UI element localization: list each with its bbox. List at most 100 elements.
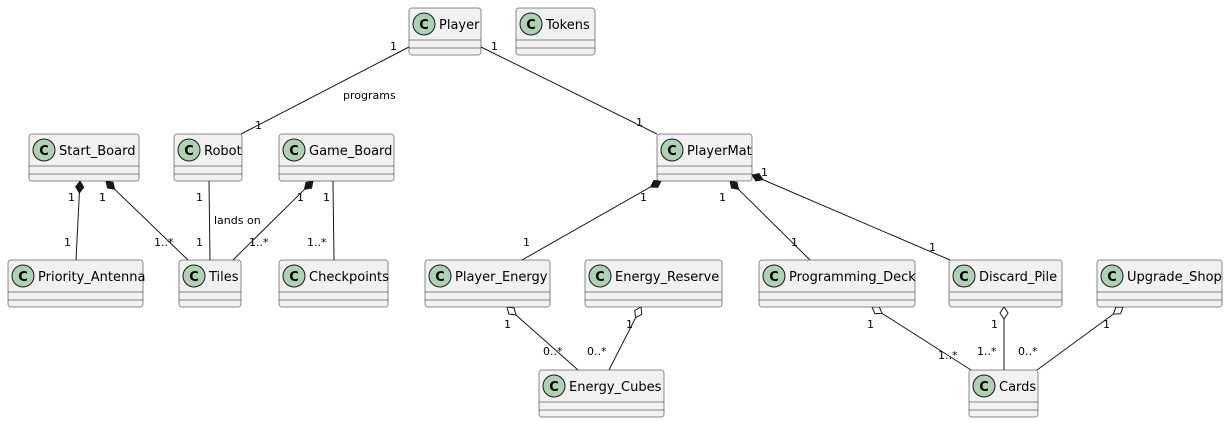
aggregation-diamond — [634, 306, 643, 319]
class-stereotype-letter: C — [526, 18, 536, 33]
multiplicity-target: 1 — [196, 236, 203, 249]
multiplicity-source: 1 — [491, 40, 498, 53]
multiplicity-source: 1 — [196, 191, 203, 204]
multiplicity-source: 1 — [390, 40, 397, 53]
class-stereotype-letter: C — [979, 380, 989, 395]
class-name: Energy_Reserve — [615, 270, 719, 285]
composition-diamond — [649, 179, 662, 188]
class-stereotype-letter: C — [184, 144, 194, 159]
class-stereotype-icon — [11, 264, 35, 288]
class-name: PlayerMat — [687, 144, 752, 159]
class-stereotype-icon — [762, 264, 786, 288]
class-stereotype-letter: C — [289, 270, 299, 285]
relation-player-playermat: 11 — [480, 40, 658, 135]
class-name: Discard_Pile — [979, 270, 1057, 285]
class-box — [278, 133, 395, 182]
multiplicity-source: 1 — [867, 318, 874, 331]
relation-line — [232, 189, 305, 261]
class-stereotype-icon — [972, 374, 996, 398]
class-checkpoints[interactable]: C Checkpoints — [278, 259, 389, 308]
multiplicity-target: 1..* — [938, 349, 958, 362]
composition-diamond — [729, 180, 740, 191]
class-programming-deck[interactable]: C Programming_Deck — [758, 259, 916, 308]
class-stereotype-icon — [282, 264, 306, 288]
relation-game-board-tiles: 1 1..* — [232, 180, 314, 261]
class-stereotype-letter: C — [1107, 270, 1117, 285]
class-stereotype-icon — [428, 264, 452, 288]
class-name: Checkpoints — [309, 270, 389, 285]
class-stereotype-letter: C — [549, 380, 559, 395]
class-name: Cards — [999, 380, 1036, 395]
class-energy-cubes[interactable]: C Energy_Cubes — [538, 369, 665, 418]
multiplicity-target: 1 — [64, 236, 71, 249]
relation-line — [480, 46, 658, 135]
multiplicity-source: 1 — [504, 318, 511, 331]
class-stereotype-letter: C — [18, 270, 28, 285]
composition-diamond — [303, 180, 314, 191]
class-name: Programming_Deck — [789, 270, 916, 285]
multiplicity-target: 0..* — [587, 345, 607, 358]
class-box — [538, 369, 665, 418]
multiplicity-source: 1 — [297, 191, 304, 204]
relation-line — [332, 180, 335, 261]
class-name: Tokens — [545, 18, 590, 33]
class-stereotype-icon — [412, 12, 436, 36]
class-tiles[interactable]: C Tiles — [178, 259, 242, 308]
relation-line — [114, 188, 189, 261]
multiplicity-source: 1 — [991, 318, 998, 331]
class-stereotype-letter: C — [769, 270, 779, 285]
class-stereotype-icon — [32, 138, 56, 162]
relation-robot-tiles: 1 1 lands on — [196, 180, 261, 261]
multiplicity-target: 1 — [523, 236, 530, 249]
association-label: lands on — [214, 214, 261, 227]
class-stereotype-icon — [542, 374, 566, 398]
relation-upgrade-shop-cards: 10..* — [1018, 306, 1124, 371]
multiplicity-source: 1 — [761, 166, 768, 179]
composition-diamond — [105, 180, 116, 190]
multiplicity-target: 1..* — [977, 345, 997, 358]
relation-line — [521, 186, 651, 261]
class-name: Tiles — [208, 270, 239, 285]
multiplicity-source: 1 — [1103, 318, 1110, 331]
multiplicity-target: 1 — [929, 241, 936, 254]
class-name: Player — [439, 18, 480, 33]
relation-line — [208, 180, 211, 261]
composition-diamond — [751, 173, 764, 182]
relation-playermat-discard-pile: 11 — [751, 166, 951, 261]
class-stereotype-icon — [952, 264, 976, 288]
multiplicity-source: 1 — [640, 191, 647, 204]
aggregation-diamond — [1112, 306, 1124, 315]
multiplicity-source: 1 — [99, 191, 106, 204]
class-box — [424, 259, 551, 308]
multiplicity-source: 1 — [323, 191, 330, 204]
relation-line — [762, 179, 951, 261]
class-stereotype-letter: C — [189, 270, 199, 285]
class-box — [278, 259, 389, 308]
relation-start-board-priority-antenna: 11 — [64, 180, 85, 261]
multiplicity-source: 1 — [626, 318, 633, 331]
relation-line — [75, 192, 80, 261]
class-box — [1096, 259, 1223, 308]
class-stereotype-icon — [660, 138, 684, 162]
class-tokens[interactable]: C Tokens — [515, 7, 596, 56]
multiplicity-target: 0..* — [543, 345, 563, 358]
class-stereotype-icon — [588, 264, 612, 288]
relation-line — [881, 313, 972, 371]
class-stereotype-icon — [182, 264, 206, 288]
class-priority-antenna[interactable]: C Priority_Antenna — [7, 259, 145, 308]
multiplicity-target: 1 — [255, 119, 262, 132]
class-name: Energy_Cubes — [569, 380, 662, 395]
class-cards[interactable]: C Cards — [968, 369, 1039, 418]
multiplicity-target: 1..* — [249, 236, 269, 249]
class-name: Priority_Antenna — [38, 270, 145, 285]
